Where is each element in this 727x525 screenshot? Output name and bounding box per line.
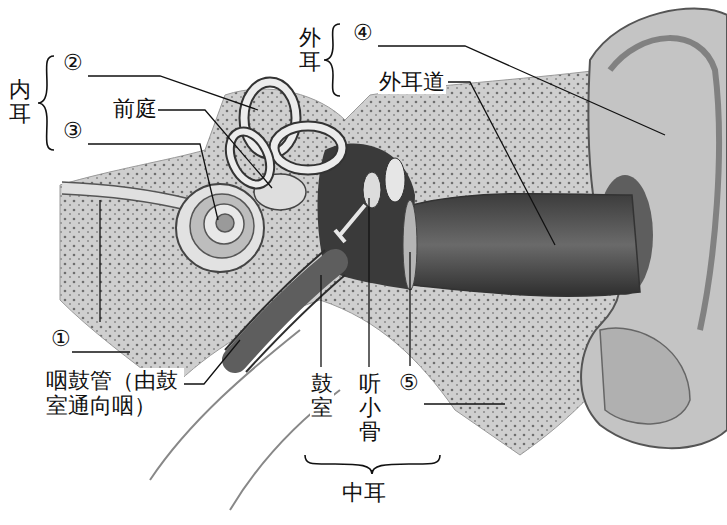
callout-number: ④ — [352, 20, 374, 45]
eustachian-tube — [235, 262, 335, 360]
part-label: 听小骨 — [358, 372, 382, 445]
auditory-nerve-edge — [62, 182, 190, 211]
lobule — [600, 328, 690, 424]
ear-canal — [412, 194, 640, 297]
incus — [363, 172, 381, 208]
cochlea-turn — [204, 204, 244, 244]
part-group-label: 外耳 — [298, 26, 322, 74]
part-label: 外耳道 — [378, 69, 446, 94]
cochlea-turn — [190, 194, 254, 258]
auditory-nerve — [62, 188, 190, 205]
semicircular-canals — [222, 82, 342, 191]
callout-number: ③ — [62, 118, 84, 143]
part-group-label: 内耳 — [8, 78, 32, 126]
leader-line — [72, 46, 665, 404]
part-label: 前庭 — [112, 96, 158, 121]
cochlea-turn — [216, 214, 234, 232]
part-label: 咽鼓管（由鼓室通向咽） — [45, 368, 184, 419]
eustachian-tube-edge — [225, 250, 345, 372]
callout-number: ② — [62, 50, 84, 75]
cochlea — [176, 184, 264, 272]
stapes — [335, 205, 365, 242]
part-group-label: 中耳 — [341, 480, 387, 505]
callout-number: ⑤ — [398, 370, 420, 395]
part-label: 鼓室 — [310, 372, 334, 420]
callout-number: ① — [50, 326, 72, 351]
malleus — [385, 158, 405, 202]
